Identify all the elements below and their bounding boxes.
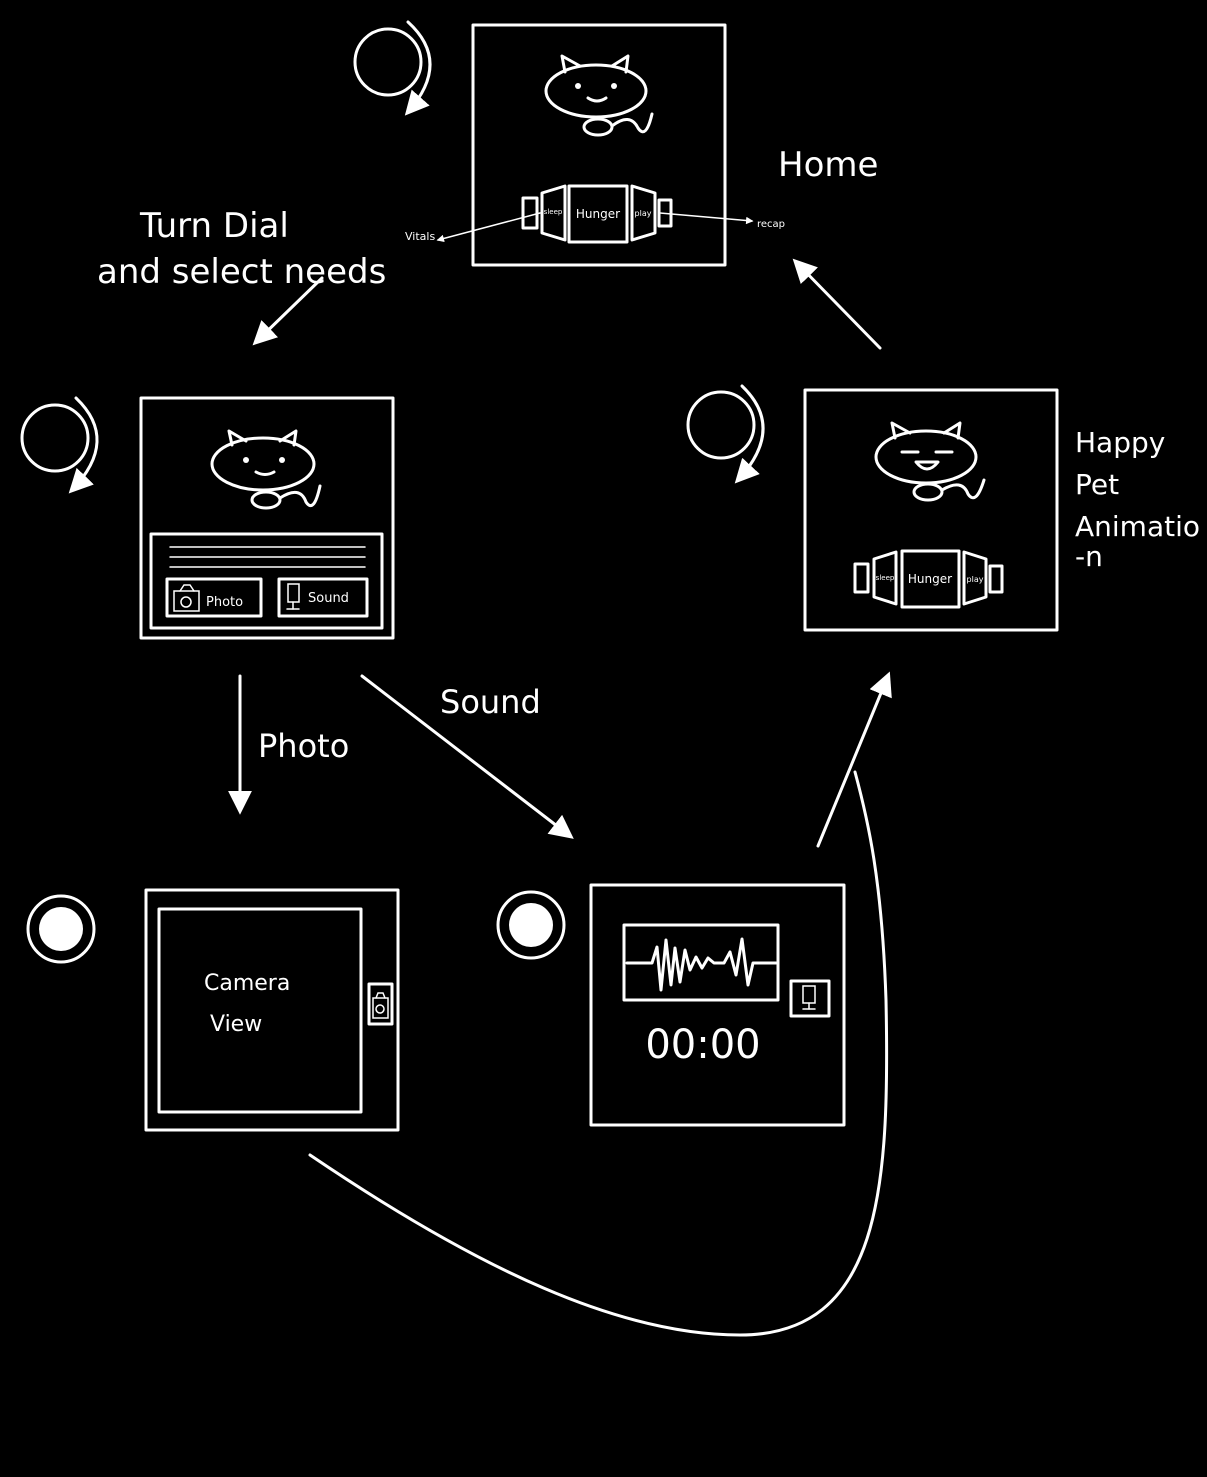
sound-button-label: Sound [308, 591, 349, 606]
carousel-item-play: play [635, 209, 652, 218]
carousel-item-sleep: sleep [876, 574, 895, 582]
carousel-item-play: play [967, 575, 984, 584]
cat-icon [544, 54, 654, 137]
mic-button[interactable] [789, 979, 831, 1018]
photo-button[interactable]: Photo [165, 577, 263, 618]
callout-vitals: Vitals [405, 230, 435, 243]
svg-text:Animatio: Animatio [1075, 510, 1200, 543]
sound-button[interactable]: Sound [277, 577, 369, 618]
transition-photo-label: Photo [258, 727, 349, 765]
happy-pet-screen: sleep Hunger play [803, 388, 1059, 632]
shutter-button[interactable] [367, 982, 394, 1026]
dial-instruction-line1: Turn Dial [139, 206, 289, 246]
carousel-item-hunger: Hunger [908, 572, 952, 586]
photo-button-label: Photo [206, 595, 243, 610]
home-label: Home [778, 145, 878, 185]
dial-icon-needs[interactable] [20, 396, 99, 494]
cat-icon [874, 421, 986, 502]
needs-screen: Photo Sound [139, 396, 395, 640]
svg-text:Pet: Pet [1075, 468, 1119, 501]
record-button-icon-camera[interactable] [26, 894, 96, 964]
dial-icon-home[interactable] [353, 20, 432, 116]
dial-icon-happy[interactable] [686, 384, 765, 484]
happy-pet-label: Happy Pet Animatio -n [1075, 426, 1200, 573]
waveform [622, 923, 780, 1002]
transition-sound-label: Sound [440, 683, 541, 721]
cat-icon [210, 429, 322, 510]
svg-text:-n: -n [1075, 540, 1103, 573]
svg-text:Happy: Happy [1075, 426, 1165, 459]
carousel-item-sleep: sleep [544, 208, 563, 216]
record-timer: 00:00 [645, 1022, 760, 1068]
dial-instruction-line2: and select needs [97, 252, 386, 292]
carousel-item-hunger: Hunger [576, 207, 620, 221]
record-button-icon-sound[interactable] [496, 890, 566, 960]
needs-carousel[interactable]: sleep Hunger play [521, 184, 673, 244]
camera-icon [173, 584, 200, 612]
callout-recap: recap [757, 219, 785, 230]
mic-icon [802, 985, 816, 1010]
needs-panel: Photo Sound [149, 532, 384, 630]
camera-icon [372, 992, 389, 1019]
home-screen: sleep Hunger play Vitals recap [405, 23, 785, 267]
camera-view-line1: Camera [204, 971, 290, 996]
needs-carousel[interactable]: sleep Hunger play [853, 549, 1004, 609]
camera-view-line2: View [210, 1012, 262, 1037]
mic-icon [286, 583, 300, 610]
sound-screen: 00:00 [589, 883, 846, 1127]
camera-screen: Camera View [144, 888, 400, 1132]
